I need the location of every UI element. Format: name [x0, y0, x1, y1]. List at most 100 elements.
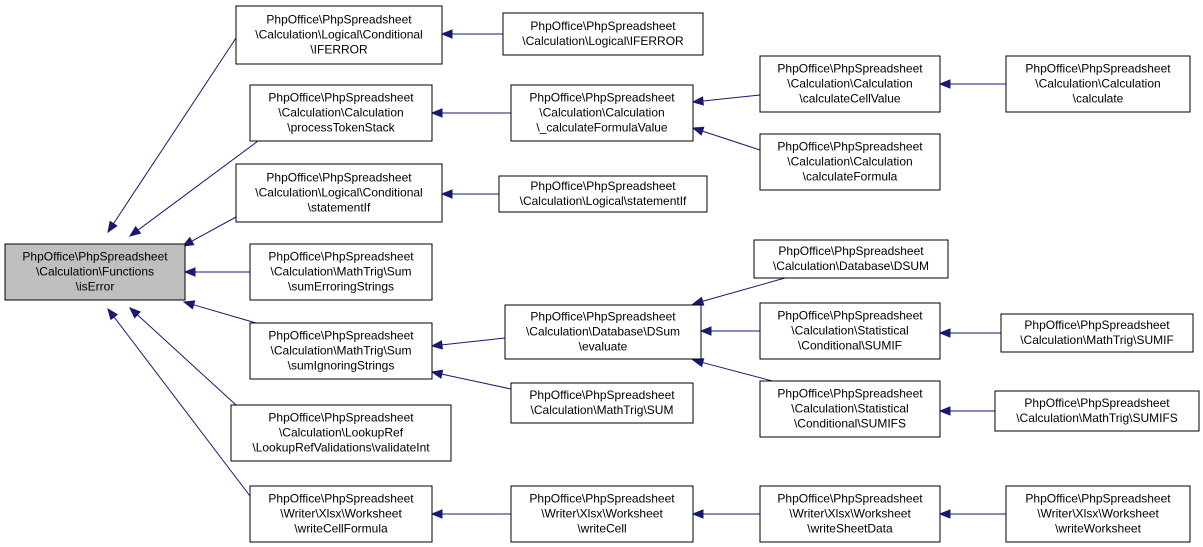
node-mt_SUM[interactable]: PhpOffice\PhpSpreadsheet\Calculation\Mat… — [510, 382, 694, 424]
arrowhead-icon — [107, 307, 119, 321]
node-box — [1000, 313, 1194, 353]
edge-calculate-to-calculateCellValue — [938, 79, 1006, 89]
arrowhead-icon — [938, 79, 951, 89]
node-label-line: PhpOffice\PhpSpreadsheet — [268, 411, 414, 425]
edge-validateInt-to-isError — [129, 307, 237, 406]
node-label-line: PhpOffice\PhpSpreadsheet — [530, 310, 676, 324]
node-mt_SUMIF[interactable]: PhpOffice\PhpSpreadsheet\Calculation\Mat… — [1000, 313, 1194, 353]
node-label-line: \processTokenStack — [287, 121, 395, 135]
edge-dsum_evaluate-to-sumIgnoringStrings — [430, 337, 506, 350]
arrowhead-icon — [182, 300, 196, 310]
node-db_DSUM[interactable]: PhpOffice\PhpSpreadsheet\Calculation\Dat… — [753, 239, 949, 279]
node-box — [759, 302, 941, 360]
node-label-line: PhpOffice\PhpSpreadsheet — [1024, 396, 1170, 410]
node-writeCell[interactable]: PhpOffice\PhpSpreadsheet\Writer\Xlsx\Wor… — [510, 485, 694, 543]
edge-line — [702, 277, 786, 302]
arrowhead-icon — [691, 96, 704, 106]
node-label-line: PhpOffice\PhpSpreadsheet — [268, 250, 414, 264]
node-sumErroringStrings[interactable]: PhpOffice\PhpSpreadsheet\Calculation\Mat… — [249, 243, 433, 301]
node-label-line: PhpOffice\PhpSpreadsheet — [268, 492, 414, 506]
arrowhead-icon — [691, 296, 705, 306]
edge-stat_SUMIFS-to-dsum_evaluate — [691, 358, 781, 384]
node-isError[interactable]: PhpOffice\PhpSpreadsheet\Calculation\Fun… — [4, 243, 186, 301]
node-label-line: \Calculation\Statistical — [791, 402, 908, 416]
node-logical_iferror[interactable]: PhpOffice\PhpSpreadsheet\Calculation\Log… — [502, 12, 704, 56]
node-box — [510, 382, 694, 424]
node-label-line: \Calculation\Calculation — [787, 77, 912, 91]
node-label-line: PhpOffice\PhpSpreadsheet — [529, 91, 675, 105]
node-writeCellFormula[interactable]: PhpOffice\PhpSpreadsheet\Writer\Xlsx\Wor… — [249, 485, 433, 543]
edge-cond_statementIf-to-isError — [181, 216, 237, 247]
node-box — [759, 133, 941, 191]
arrowhead-icon — [440, 29, 453, 39]
node-label-line: PhpOffice\PhpSpreadsheet — [1025, 492, 1171, 506]
node-cond_statementIf[interactable]: PhpOffice\PhpSpreadsheet\Calculation\Log… — [235, 163, 443, 223]
edge-processTokenStack-to-isError — [128, 140, 259, 237]
node-label-line: PhpOffice\PhpSpreadsheet — [777, 309, 923, 323]
node-calculateFormula[interactable]: PhpOffice\PhpSpreadsheet\Calculation\Cal… — [759, 133, 941, 191]
node-calculate[interactable]: PhpOffice\PhpSpreadsheet\Calculation\Cal… — [1005, 55, 1191, 113]
node-mt_SUMIFS[interactable]: PhpOffice\PhpSpreadsheet\Calculation\Mat… — [994, 390, 1200, 432]
node-cond_iferror[interactable]: PhpOffice\PhpSpreadsheet\Calculation\Log… — [235, 5, 443, 65]
node-sumIgnoringStrings[interactable]: PhpOffice\PhpSpreadsheet\Calculation\Mat… — [249, 322, 433, 380]
edge-mt_SUM-to-sumIgnoringStrings — [430, 369, 512, 390]
node-box — [994, 390, 1200, 432]
edge-db_DSUM-to-dsum_evaluate — [691, 277, 786, 306]
edge-writeWorksheet-to-writeSheetData — [938, 509, 1006, 519]
edge-cond_iferror-to-isError — [107, 37, 237, 234]
node-dsum_evaluate[interactable]: PhpOffice\PhpSpreadsheet\Calculation\Dat… — [504, 304, 702, 360]
node-label-line: \Writer\Xlsx\Worksheet — [1037, 507, 1159, 521]
node-stat_SUMIFS[interactable]: PhpOffice\PhpSpreadsheet\Calculation\Sta… — [759, 380, 941, 438]
edge-line — [113, 316, 251, 497]
edge-line — [193, 304, 257, 324]
node-label-line: \_calculateFormulaValue — [536, 121, 668, 135]
node-label-line: PhpOffice\PhpSpreadsheet — [1025, 62, 1171, 76]
node-box — [235, 163, 443, 223]
node-writeWorksheet[interactable]: PhpOffice\PhpSpreadsheet\Writer\Xlsx\Wor… — [1005, 485, 1191, 543]
node-box — [1005, 485, 1191, 543]
edge-mt_SUMIFS-to-stat_SUMIFS — [938, 406, 995, 416]
node-label-line: \Calculation\Statistical — [791, 324, 908, 338]
node-label-line: \sumIgnoringStrings — [288, 359, 395, 373]
edge-logical_iferror-to-cond_iferror — [440, 29, 503, 39]
node-label-line: \calculateFormula — [803, 170, 898, 184]
node-box — [249, 322, 433, 380]
node-processTokenStack[interactable]: PhpOffice\PhpSpreadsheet\Calculation\Cal… — [249, 84, 433, 142]
node-calculateCellValue[interactable]: PhpOffice\PhpSpreadsheet\Calculation\Cal… — [759, 55, 941, 113]
node-label-line: PhpOffice\PhpSpreadsheet — [778, 244, 924, 258]
edge-calculateFormula-to-calculateFormulaValue — [691, 126, 761, 151]
edge-line — [702, 362, 781, 384]
node-label-line: PhpOffice\PhpSpreadsheet — [268, 329, 414, 343]
node-label-line: \Calculation\Logical\Conditional — [255, 28, 422, 42]
arrowhead-icon — [691, 358, 705, 368]
node-label-line: \Calculation\MathTrig\SUMIF — [1020, 333, 1174, 347]
node-label-line: \writeWorksheet — [1055, 522, 1141, 536]
edge-line — [441, 337, 506, 346]
node-writeSheetData[interactable]: PhpOffice\PhpSpreadsheet\Writer\Xlsx\Wor… — [759, 485, 941, 543]
node-validateInt[interactable]: PhpOffice\PhpSpreadsheet\Calculation\Loo… — [230, 404, 452, 462]
node-box — [504, 304, 702, 360]
node-box — [249, 485, 433, 543]
node-box — [759, 485, 941, 543]
node-box — [230, 404, 452, 462]
edge-stat_SUMIF-to-dsum_evaluate — [699, 326, 760, 336]
arrowhead-icon — [430, 108, 443, 118]
arrowhead-icon — [430, 340, 443, 350]
arrowhead-icon — [699, 326, 712, 336]
nodes-layer: PhpOffice\PhpSpreadsheet\Calculation\Fun… — [4, 5, 1200, 543]
node-stat_SUMIF[interactable]: PhpOffice\PhpSpreadsheet\Calculation\Sta… — [759, 302, 941, 360]
node-label-line: \Calculation\Calculation — [787, 155, 912, 169]
edge-logical_statementIf-to-cond_statementIf — [440, 189, 499, 199]
node-label-line: \Writer\Xlsx\Worksheet — [280, 507, 402, 521]
node-logical_statementIf[interactable]: PhpOffice\PhpSpreadsheet\Calculation\Log… — [498, 175, 708, 213]
node-calculateFormulaValue[interactable]: PhpOffice\PhpSpreadsheet\Calculation\Cal… — [510, 84, 694, 142]
edge-sumIgnoringStrings-to-isError — [182, 300, 257, 324]
edge-line — [702, 94, 761, 102]
node-box — [502, 12, 704, 56]
node-label-line: PhpOffice\PhpSpreadsheet — [777, 140, 923, 154]
arrowhead-icon — [430, 509, 443, 519]
node-label-line: \Calculation\Database\DSum — [526, 325, 680, 339]
node-box — [235, 5, 443, 65]
arrowhead-icon — [430, 369, 444, 379]
